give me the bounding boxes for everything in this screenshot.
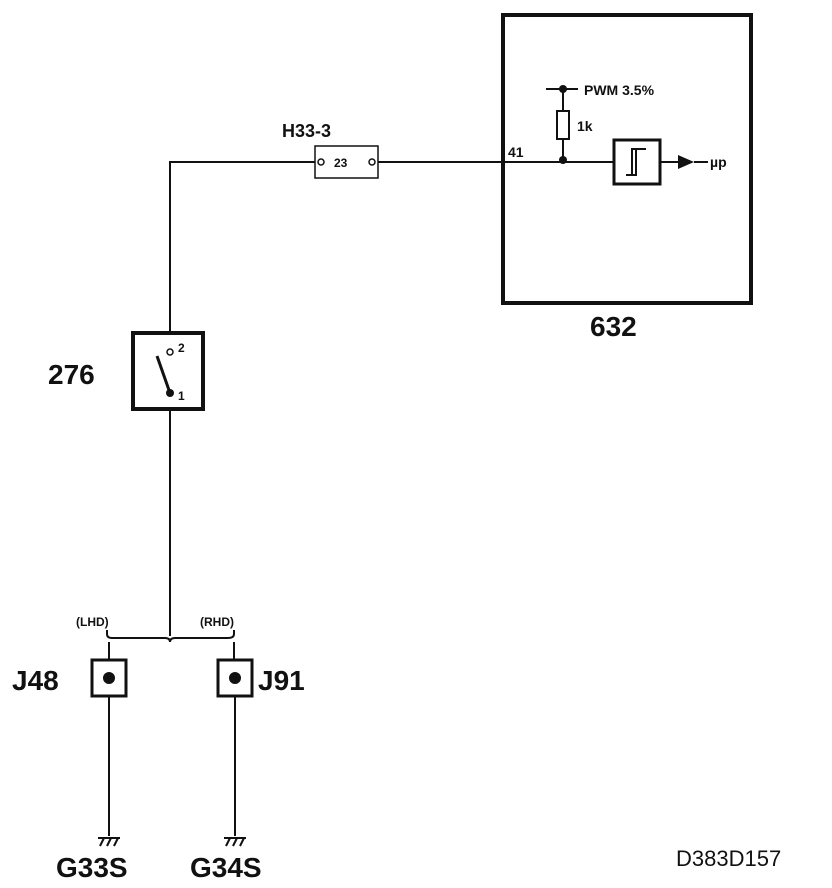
ground-g33s-symbol: [98, 837, 120, 847]
wire-switch-to-connector: [169, 161, 315, 340]
drawing-id: D383D157: [676, 846, 781, 871]
schmitt-trigger-symbol: [626, 148, 646, 176]
variant-rhd-label: (RHD): [200, 615, 234, 629]
switch-pin-2: [166, 348, 174, 356]
switch-lever: [155, 355, 172, 394]
splice-j91-dot: [229, 672, 241, 684]
resistor-junction: [559, 156, 567, 164]
splice-j91-label: J91: [258, 665, 305, 696]
pwm-label: PWM 3.5%: [584, 82, 655, 98]
ground-g34s-symbol: [224, 837, 246, 847]
switch-276-label: 276: [48, 359, 95, 390]
variant-lhd-label: (LHD): [76, 615, 109, 629]
variant-brace: [106, 630, 235, 643]
output-label: µp: [710, 154, 727, 170]
connector-pin-left: [317, 158, 325, 166]
splice-j48-label: J48: [12, 665, 59, 696]
switch-276-box: [131, 331, 205, 411]
module-632-box: [501, 13, 753, 305]
switch-pin-1-label: 1: [178, 389, 185, 403]
switch-pin-1: [166, 389, 174, 397]
resistor-label: 1k: [577, 118, 593, 134]
switch-pin-2-label: 2: [178, 341, 185, 355]
ground-g33s-label: G33S: [56, 852, 128, 883]
module-pin-41: 41: [508, 144, 524, 160]
splice-j48-dot: [103, 672, 115, 684]
connector-h33-3-box: [314, 145, 379, 179]
ground-g34s-label: G34S: [190, 852, 262, 883]
connector-h33-3-label: H33-3: [282, 121, 331, 141]
module-632-label: 632: [590, 311, 637, 342]
connector-pin-right: [368, 158, 376, 166]
connector-pin-23: 23: [334, 156, 348, 170]
output-arrow: [678, 155, 694, 169]
resistor-1k: [556, 110, 570, 140]
